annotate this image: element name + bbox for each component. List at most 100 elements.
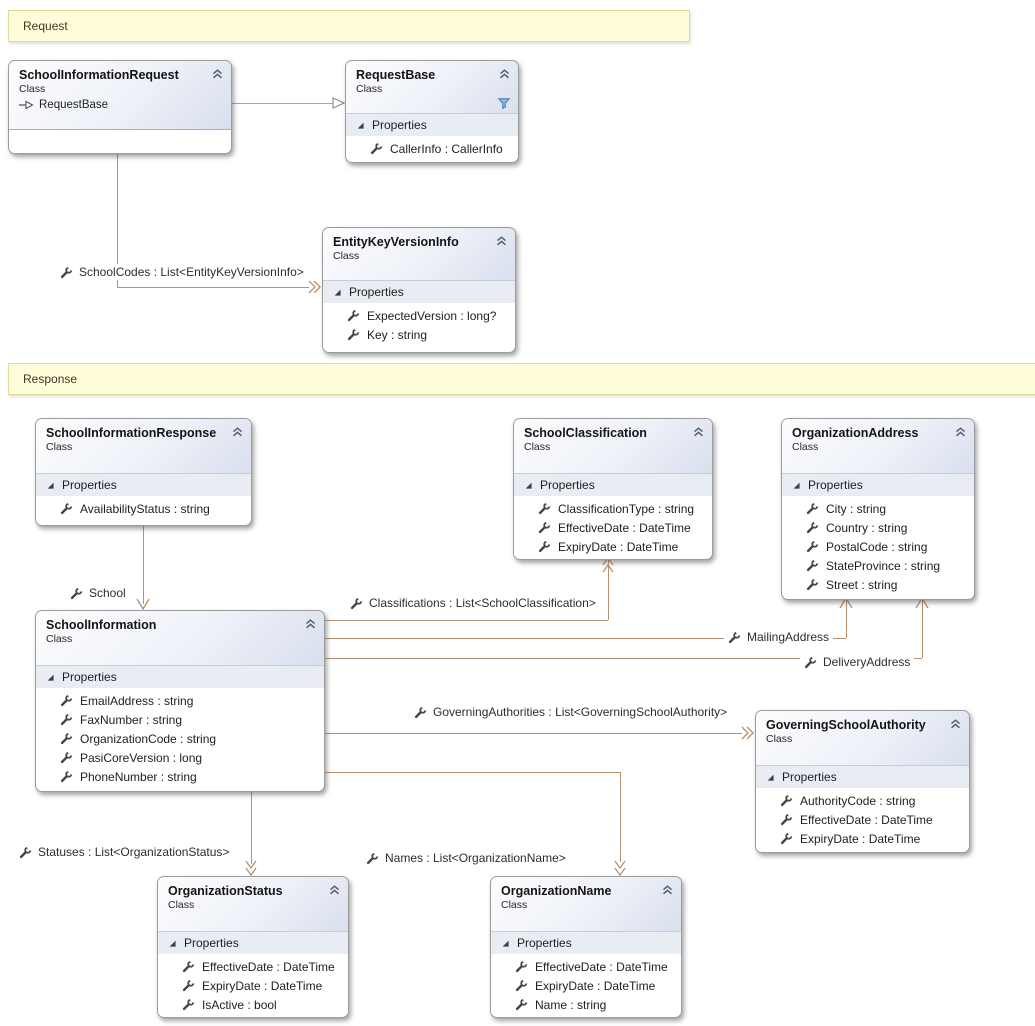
expander-icon[interactable]	[792, 481, 801, 490]
properties-label: Properties	[517, 936, 572, 950]
properties-section-header[interactable]: Properties	[36, 473, 251, 496]
expander-icon[interactable]	[766, 773, 775, 782]
properties-section-header[interactable]: Properties	[36, 665, 324, 688]
collapse-chevron-icon[interactable]	[496, 236, 507, 246]
double-chevron-down-icon	[614, 860, 626, 876]
property-row[interactable]: ExpiryDate : DateTime	[158, 976, 348, 995]
property-row[interactable]: EmailAddress : string	[36, 691, 324, 710]
double-chevron-right-icon	[741, 726, 754, 740]
property-row[interactable]: Name : string	[491, 995, 681, 1014]
properties-section-header[interactable]: Properties	[756, 765, 969, 788]
collapse-chevron-icon[interactable]	[329, 885, 340, 895]
property-row[interactable]: ExpiryDate : DateTime	[491, 976, 681, 995]
property-row[interactable]: Key : string	[323, 325, 515, 344]
wrench-icon	[60, 770, 73, 783]
filter-icon[interactable]	[498, 98, 510, 109]
class-box-organization-status[interactable]: OrganizationStatus Class Properties Effe…	[157, 876, 349, 1018]
class-box-school-classification[interactable]: SchoolClassification Class Properties Cl…	[513, 418, 713, 560]
property-row[interactable]: Country : string	[782, 518, 974, 537]
properties-section-header[interactable]: Properties	[323, 280, 515, 303]
property-row[interactable]: ClassificationType : string	[514, 499, 712, 518]
expander-icon[interactable]	[46, 673, 55, 682]
association-label-statuses[interactable]: Statuses : List<OrganizationStatus>	[15, 844, 234, 860]
property-row[interactable]: EffectiveDate : DateTime	[491, 957, 681, 976]
property-row[interactable]: ExpiryDate : DateTime	[514, 537, 712, 556]
properties-label: Properties	[808, 478, 863, 492]
class-box-entity-key-version-info[interactable]: EntityKeyVersionInfo Class Properties Ex…	[322, 227, 516, 353]
connector-mailingaddress-h	[324, 638, 846, 639]
property-row[interactable]: FaxNumber : string	[36, 710, 324, 729]
association-text: Statuses : List<OrganizationStatus>	[38, 845, 230, 859]
wrench-icon	[780, 794, 793, 807]
collapse-chevron-icon[interactable]	[693, 427, 704, 437]
double-chevron-down-icon	[245, 860, 257, 876]
wrench-icon	[350, 597, 363, 610]
properties-section-header[interactable]: Properties	[491, 931, 681, 954]
association-label-governingauthorities[interactable]: GoverningAuthorities : List<GoverningSch…	[410, 704, 732, 720]
property-text: OrganizationCode : string	[80, 731, 217, 746]
property-row[interactable]: StateProvince : string	[782, 556, 974, 575]
expander-icon[interactable]	[333, 288, 342, 297]
association-label-schoolcodes[interactable]: SchoolCodes : List<EntityKeyVersionInfo>	[56, 264, 308, 280]
properties-section-header[interactable]: Properties	[514, 473, 712, 496]
class-box-school-information-response[interactable]: SchoolInformationResponse Class Properti…	[35, 418, 252, 526]
properties-section-header[interactable]: Properties	[346, 113, 518, 136]
property-row[interactable]: AvailabilityStatus : string	[36, 499, 251, 518]
property-row[interactable]: IsActive : bool	[158, 995, 348, 1014]
property-text: Street : string	[826, 577, 898, 592]
wrench-icon	[60, 751, 73, 764]
expander-icon[interactable]	[501, 939, 510, 948]
expander-icon[interactable]	[168, 939, 177, 948]
property-row[interactable]: CallerInfo : CallerInfo	[346, 139, 518, 158]
class-box-governing-school-authority[interactable]: GoverningSchoolAuthority Class Propertie…	[755, 710, 970, 853]
request-band[interactable]: Request	[8, 10, 690, 42]
wrench-icon	[60, 694, 73, 707]
property-row[interactable]: EffectiveDate : DateTime	[514, 518, 712, 537]
property-row[interactable]: EffectiveDate : DateTime	[756, 810, 969, 829]
property-row[interactable]: City : string	[782, 499, 974, 518]
property-row[interactable]: Street : string	[782, 575, 974, 594]
properties-section-header[interactable]: Properties	[782, 473, 974, 496]
chevron-down-icon	[136, 598, 150, 610]
connector-schoolcodes-v	[117, 152, 118, 287]
connector-names-h	[324, 772, 620, 773]
association-label-school[interactable]: School	[66, 585, 130, 601]
property-text: ExpectedVersion : long?	[367, 308, 497, 323]
class-box-organization-name[interactable]: OrganizationName Class Properties Effect…	[490, 876, 682, 1018]
collapse-chevron-icon[interactable]	[212, 69, 223, 79]
property-row[interactable]: AuthorityCode : string	[756, 791, 969, 810]
properties-section-header[interactable]: Properties	[158, 931, 348, 954]
class-box-school-information[interactable]: SchoolInformation Class Properties Email…	[35, 610, 325, 792]
expander-icon[interactable]	[356, 121, 365, 130]
class-box-request-base[interactable]: RequestBase Class Properties CallerInfo …	[345, 60, 519, 163]
collapse-chevron-icon[interactable]	[662, 885, 673, 895]
collapse-chevron-icon[interactable]	[305, 619, 316, 629]
collapse-chevron-icon[interactable]	[950, 719, 961, 729]
property-row[interactable]: OrganizationCode : string	[36, 729, 324, 748]
inherits-row[interactable]: RequestBase	[19, 99, 221, 111]
property-row[interactable]: EffectiveDate : DateTime	[158, 957, 348, 976]
association-label-classifications[interactable]: Classifications : List<SchoolClassificat…	[346, 595, 600, 611]
association-label-names[interactable]: Names : List<OrganizationName>	[362, 850, 570, 866]
collapse-chevron-icon[interactable]	[232, 427, 243, 437]
property-row[interactable]: ExpectedVersion : long?	[323, 306, 515, 325]
collapse-chevron-icon[interactable]	[955, 427, 966, 437]
class-kind: Class	[524, 441, 551, 453]
association-label-deliveryaddress[interactable]: DeliveryAddress	[800, 654, 915, 670]
property-text: ExpiryDate : DateTime	[800, 831, 921, 846]
property-row[interactable]: ExpiryDate : DateTime	[756, 829, 969, 848]
association-text: SchoolCodes : List<EntityKeyVersionInfo>	[79, 265, 304, 279]
collapse-chevron-icon[interactable]	[499, 69, 510, 79]
association-label-mailingaddress[interactable]: MailingAddress	[724, 629, 834, 645]
expander-icon[interactable]	[46, 481, 55, 490]
property-row[interactable]: PasiCoreVersion : long	[36, 748, 324, 767]
inherits-arrow-icon	[19, 100, 34, 110]
property-text: PhoneNumber : string	[80, 769, 197, 784]
class-box-organization-address[interactable]: OrganizationAddress Class Properties Cit…	[781, 418, 975, 600]
property-row[interactable]: PhoneNumber : string	[36, 767, 324, 786]
response-band[interactable]: Response	[8, 363, 1035, 395]
class-box-school-information-request[interactable]: SchoolInformationRequest Class RequestBa…	[8, 60, 232, 154]
class-title: SchoolInformation	[46, 618, 157, 632]
expander-icon[interactable]	[524, 481, 533, 490]
property-row[interactable]: PostalCode : string	[782, 537, 974, 556]
